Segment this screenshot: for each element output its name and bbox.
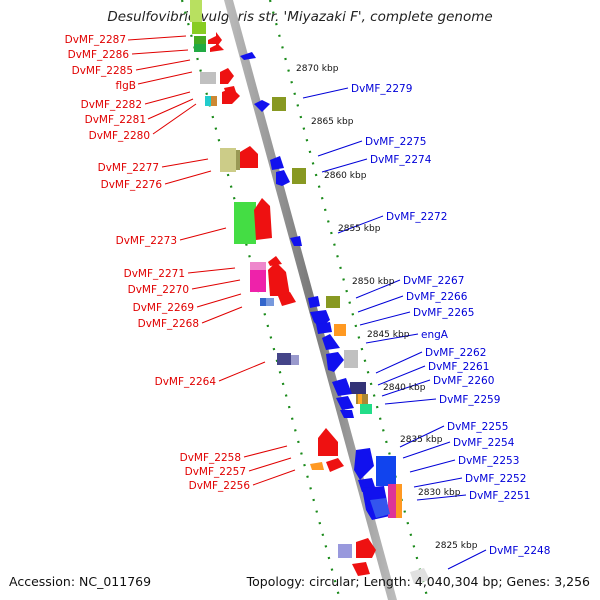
gene-label[interactable]: DvMF_2287 <box>65 34 126 46</box>
gene-label[interactable]: DvMF_2254 <box>453 437 515 449</box>
scale-label: 2825 kbp <box>435 541 478 551</box>
gene-label[interactable]: DvMF_2270 <box>128 284 189 296</box>
gene-label[interactable]: DvMF_2279 <box>351 83 412 95</box>
gene-label[interactable]: DvMF_2266 <box>406 291 468 303</box>
gene-label[interactable]: DvMF_2262 <box>425 347 486 359</box>
gene-features <box>190 0 430 584</box>
scale-label: 2855 kbp <box>338 224 381 234</box>
gene-label[interactable]: DvMF_2261 <box>428 361 489 373</box>
gene-label[interactable]: DvMF_2268 <box>138 318 199 330</box>
gene-label[interactable]: DvMF_2277 <box>98 162 159 174</box>
gene-label[interactable]: DvMF_2272 <box>386 211 447 223</box>
gene-label[interactable]: DvMF_2286 <box>68 49 130 61</box>
left-connectors <box>127 35 296 486</box>
scale-label: 2840 kbp <box>383 383 426 393</box>
gene-label[interactable]: DvMF_2264 <box>155 376 217 388</box>
gene-label[interactable]: DvMF_2280 <box>89 130 150 142</box>
gene-label[interactable]: DvMF_2273 <box>116 235 177 247</box>
scale-label: 2850 kbp <box>352 277 395 287</box>
gene-label[interactable]: DvMF_2276 <box>101 179 163 191</box>
gene-label[interactable]: DvMF_2256 <box>189 480 251 492</box>
gene-label[interactable]: DvMF_2259 <box>439 394 500 406</box>
gene-label[interactable]: DvMF_2265 <box>413 307 474 319</box>
gene-label[interactable]: DvMF_2251 <box>469 490 530 502</box>
gene-label[interactable]: DvMF_2271 <box>124 268 185 280</box>
scale-label: 2870 kbp <box>296 64 339 74</box>
map-title: Desulfovibrio vulgaris str. 'Miyazaki F'… <box>107 9 493 25</box>
scale-labels: 2870 kbp 2865 kbp 2860 kbp 2855 kbp 2850… <box>296 64 478 551</box>
scale-label: 2860 kbp <box>324 171 367 181</box>
inner-scale-ring <box>180 0 342 600</box>
gene-label[interactable]: DvMF_2255 <box>447 421 508 433</box>
right-connectors <box>302 87 487 570</box>
scale-label: 2830 kbp <box>418 488 461 498</box>
gene-label[interactable]: DvMF_2252 <box>465 473 526 485</box>
gene-label[interactable]: DvMF_2274 <box>370 154 432 166</box>
gene-label[interactable]: engA <box>421 329 449 341</box>
gene-label[interactable]: flgB <box>116 80 136 92</box>
gene-label[interactable]: DvMF_2269 <box>133 302 194 314</box>
scale-label: 2845 kbp <box>367 330 410 340</box>
right-gene-labels: DvMF_2279 DvMF_2275 DvMF_2274 DvMF_2272 … <box>351 83 550 557</box>
gene-label[interactable]: DvMF_2285 <box>72 65 133 77</box>
topology-text: Topology: circular; Length: 4,040,304 bp… <box>246 574 590 589</box>
gene-label[interactable]: DvMF_2281 <box>85 114 146 126</box>
scale-label: 2865 kbp <box>311 117 354 127</box>
left-gene-labels: DvMF_2287 DvMF_2286 DvMF_2285 flgB DvMF_… <box>65 34 251 492</box>
gene-label[interactable]: DvMF_2257 <box>185 466 246 478</box>
gene-label[interactable]: DvMF_2258 <box>180 452 241 464</box>
gene-label[interactable]: DvMF_2253 <box>458 455 519 467</box>
gene-label[interactable]: DvMF_2260 <box>433 375 494 387</box>
gene-label[interactable]: DvMF_2267 <box>403 275 464 287</box>
accession-text: Accession: NC_011769 <box>9 574 152 589</box>
scale-label: 2835 kbp <box>400 435 443 445</box>
gene-label[interactable]: DvMF_2282 <box>81 99 142 111</box>
gene-label[interactable]: DvMF_2248 <box>489 545 550 557</box>
gene-label[interactable]: DvMF_2275 <box>365 136 426 148</box>
